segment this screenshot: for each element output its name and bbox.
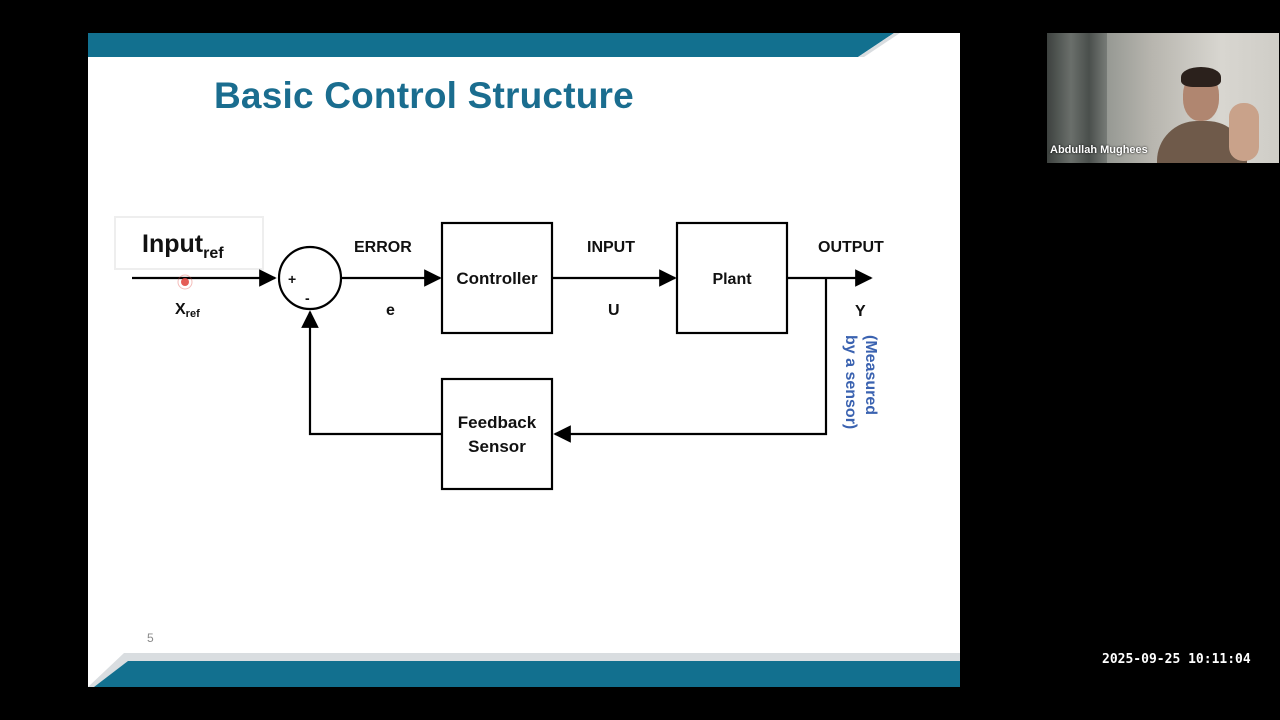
sum-plus-sign: + [288, 271, 296, 287]
webcam-thumbnail[interactable]: Abdullah Mughees [1047, 33, 1279, 163]
slide-top-bar [88, 33, 900, 57]
plant-block [675, 221, 789, 335]
control-input-var: U [608, 302, 620, 319]
background-curtain [1047, 33, 1107, 163]
participant-name: Abdullah Mughees [1050, 144, 1148, 156]
feedback-path-in [301, 310, 442, 436]
output-label: OUTPUT [818, 239, 884, 256]
pointer-dot [181, 278, 189, 286]
presentation-slide: Basic Control Structure Inputref Xref + … [88, 33, 960, 687]
timestamp: 2025-09-25 10:11:04 [1102, 652, 1251, 667]
input-ref-label: Inputref [142, 230, 224, 262]
plant-label: Plant [712, 271, 752, 288]
slide-number: 5 [147, 631, 154, 645]
control-input-label: INPUT [587, 239, 635, 256]
measured-note: (Measured by a sensor) [842, 335, 879, 429]
slide-title: Basic Control Structure [214, 75, 634, 116]
participant-raised-hand [1229, 103, 1259, 161]
error-label: ERROR [354, 239, 412, 256]
slide-bottom-bar [88, 653, 960, 687]
input-label-box [114, 216, 264, 270]
measured-line2: by a sensor) [842, 335, 859, 429]
feedback-sensor-block [440, 377, 554, 491]
sum-minus-sign: - [305, 290, 310, 306]
feedback-label-line1: Feedback [458, 413, 537, 432]
measured-line1: (Measured [862, 335, 879, 415]
controller-label: Controller [456, 269, 538, 288]
output-var-label: Y [855, 303, 866, 320]
input-xref-label: Xref [175, 301, 200, 320]
error-var-label: e [386, 302, 395, 319]
feedback-path-out [553, 278, 828, 443]
feedback-label-line2: Sensor [468, 437, 526, 456]
participant-hair [1181, 67, 1221, 87]
block-diagram: Inputref Xref + - ERROR e Controller INP… [114, 216, 884, 491]
